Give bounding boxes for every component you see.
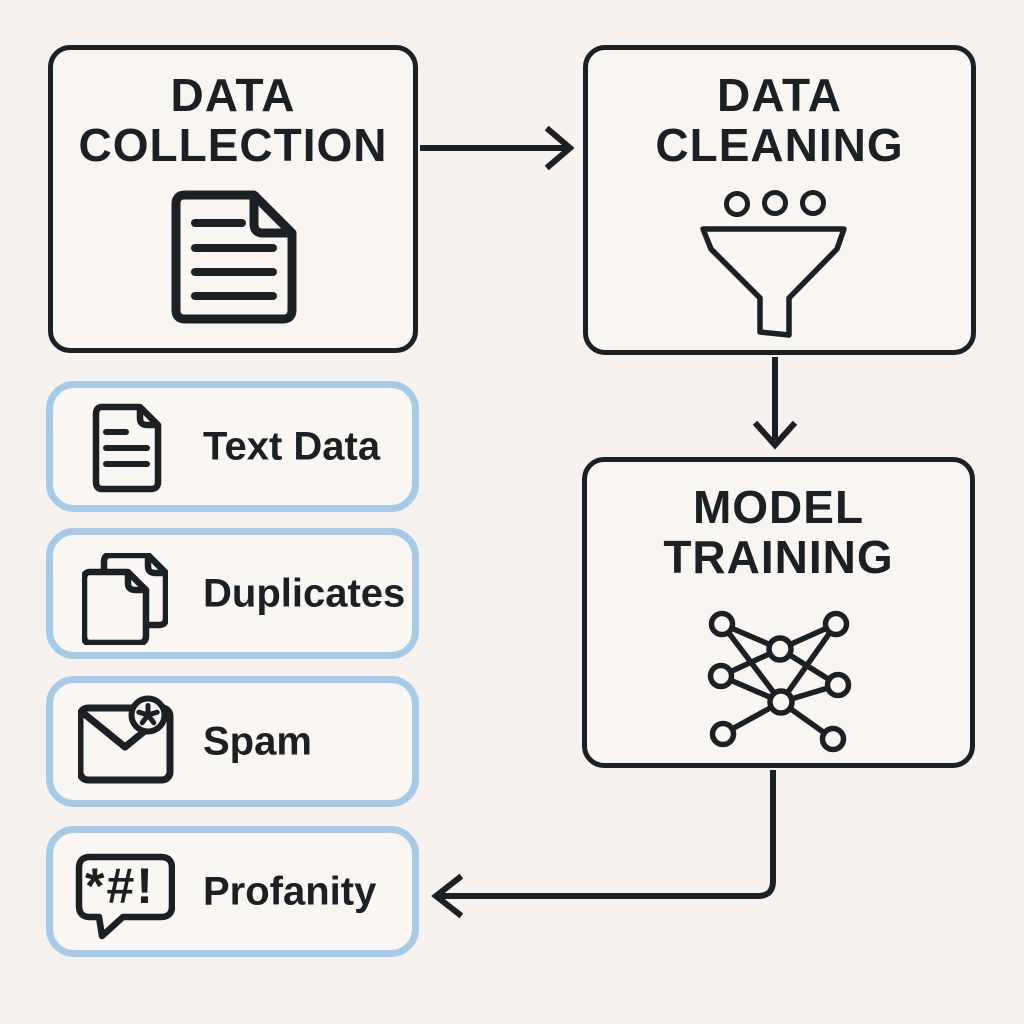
document-icon <box>171 190 297 324</box>
spam-envelope-icon <box>78 695 174 784</box>
title-line: DATA <box>170 69 296 121</box>
chip-spam: Spam <box>46 676 419 807</box>
chip-label: Duplicates <box>203 571 406 615</box>
title-line: DATA <box>717 69 842 121</box>
title-line: COLLECTION <box>78 119 388 171</box>
chip-label: Text Data <box>203 424 381 468</box>
asterisk-glyph <box>136 703 160 726</box>
title-line: TRAINING <box>663 531 894 583</box>
process-box-model-training: MODEL TRAINING <box>582 457 975 768</box>
arrowhead-right-icon <box>544 125 575 171</box>
funnel-icon <box>700 190 847 338</box>
process-box-data-cleaning: DATA CLEANING <box>583 45 976 355</box>
copies-icon <box>82 553 168 645</box>
chip-profanity: *#! Profanity <box>46 826 419 957</box>
arrowhead-down-icon <box>752 420 798 450</box>
chip-text-data: Text Data <box>46 381 419 512</box>
process-box-title: DATA CLEANING <box>588 70 971 170</box>
neural-network-icon <box>707 610 852 753</box>
chip-label: Profanity <box>203 869 377 913</box>
arrowhead-left-icon <box>431 873 464 919</box>
speech-bubble-icon: *#! <box>75 853 175 940</box>
arrow-training-to-profanity <box>440 770 776 899</box>
process-box-data-collection: DATA COLLECTION <box>48 45 418 353</box>
title-line: MODEL <box>692 481 865 533</box>
process-box-title: DATA COLLECTION <box>53 70 413 170</box>
chip-label: Spam <box>203 719 312 763</box>
document-icon <box>92 403 162 493</box>
title-line: CLEANING <box>655 119 904 171</box>
chip-duplicates: Duplicates <box>46 528 419 659</box>
bubble-symbols-text: *#! <box>85 858 155 914</box>
process-box-title: MODEL TRAINING <box>587 482 970 582</box>
